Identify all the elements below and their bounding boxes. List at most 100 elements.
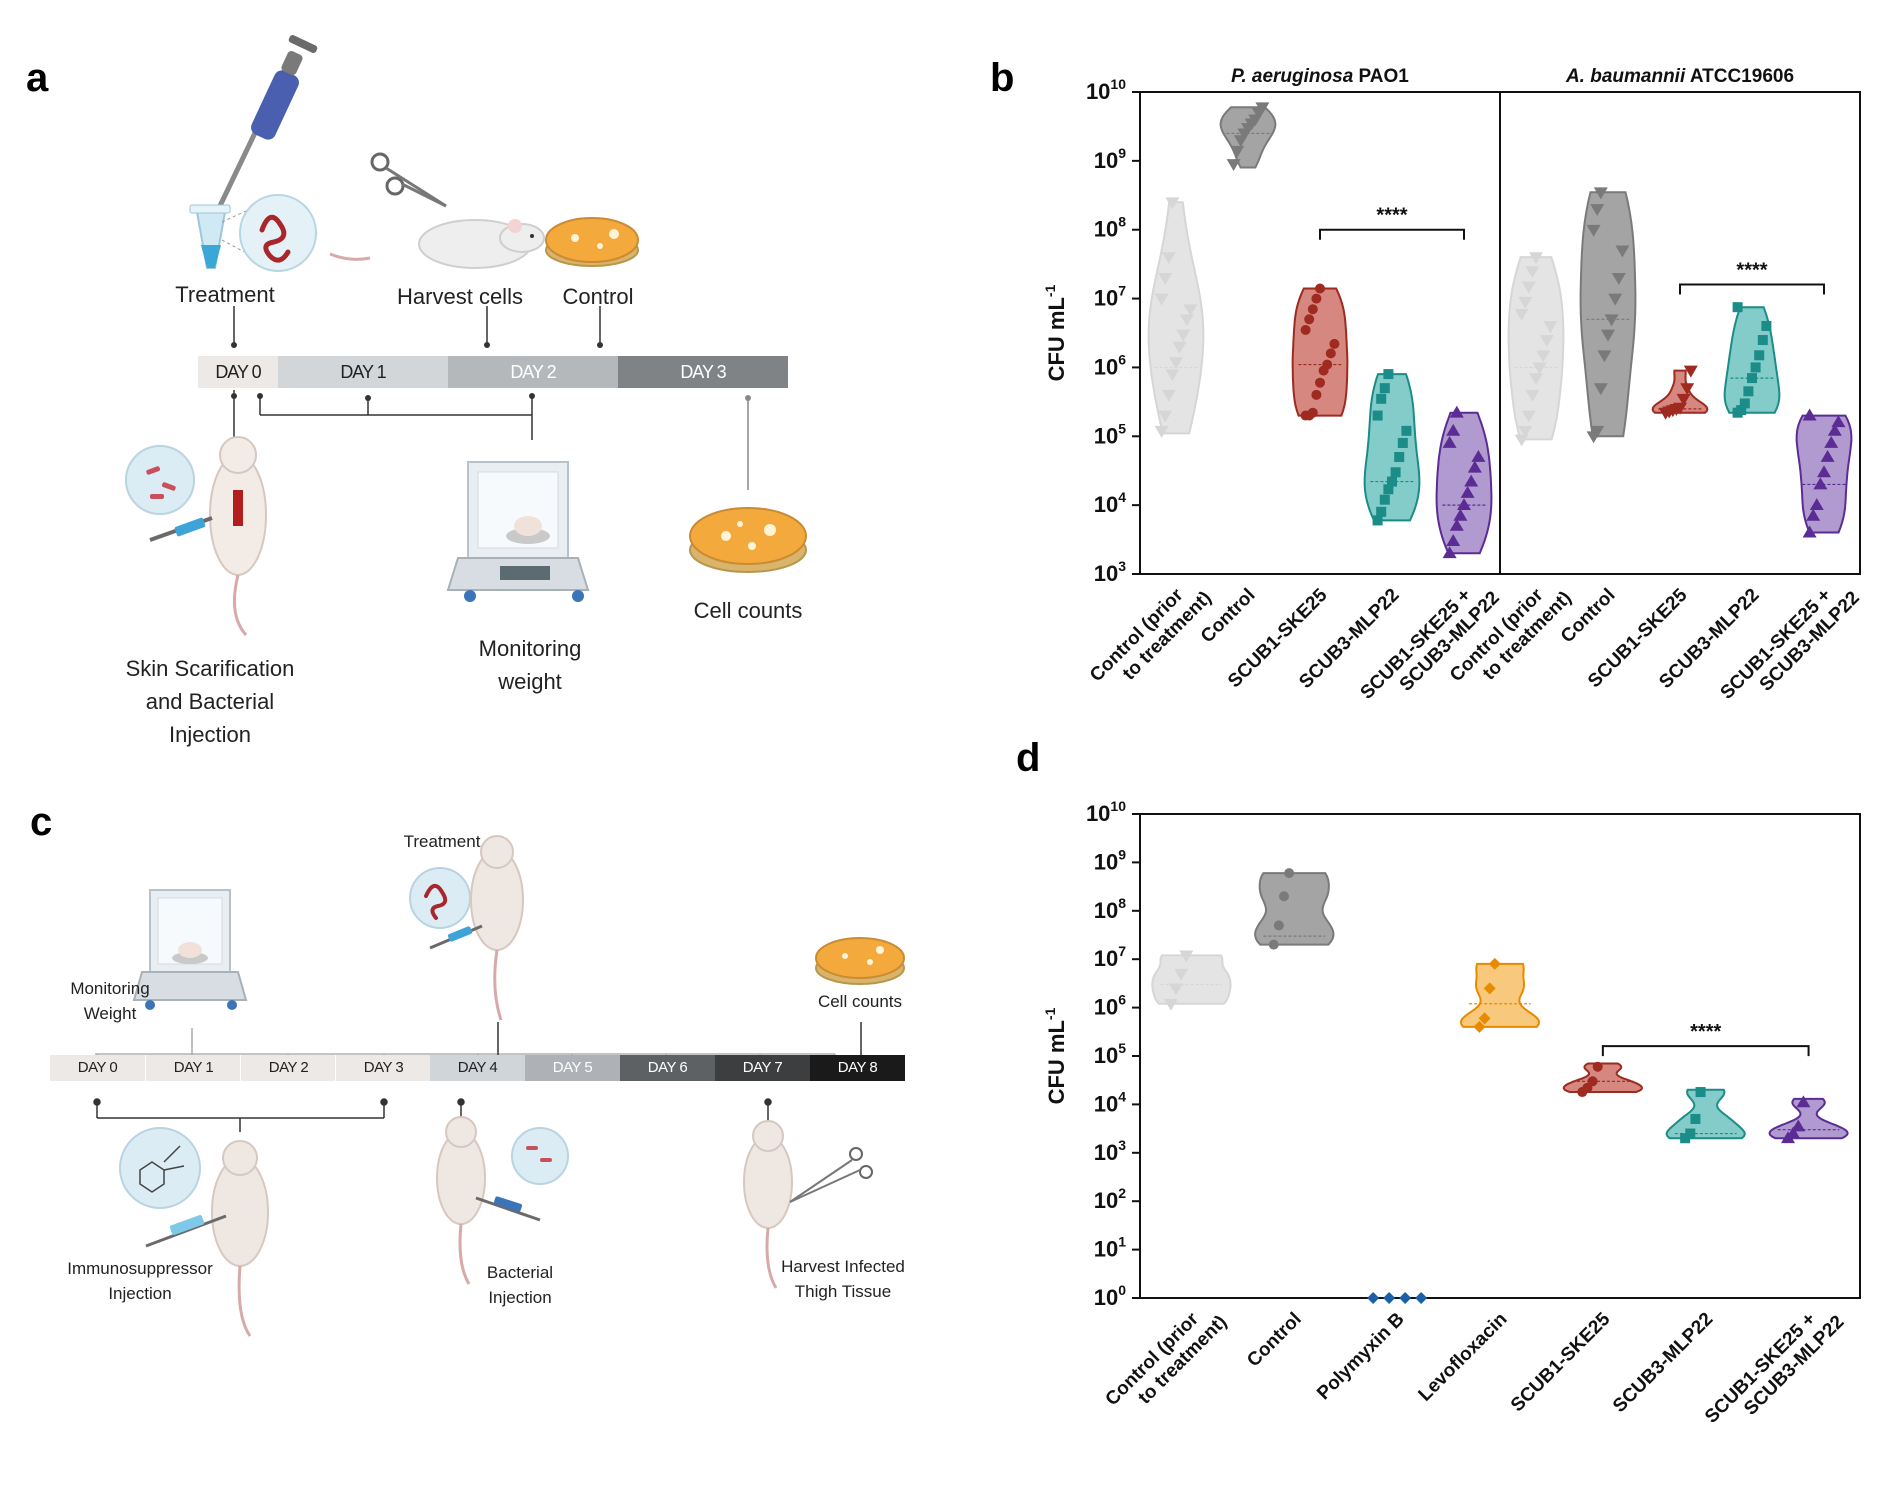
y-tick-label: 102: [1094, 1185, 1126, 1213]
y-tick-label: 105: [1094, 420, 1126, 448]
y-tick-label: 103: [1094, 558, 1126, 586]
violin-body: [1459, 962, 1541, 1028]
data-point: [1304, 314, 1315, 325]
data-point: [1397, 437, 1408, 448]
data-point: [1329, 338, 1340, 349]
data-point: [1176, 329, 1191, 342]
data-point: [1315, 377, 1325, 388]
data-point: [1372, 410, 1383, 421]
data-point: [1464, 474, 1479, 487]
data-point: [1179, 314, 1194, 327]
mouse-icon: [329, 219, 545, 269]
significance-label: ****: [1736, 260, 1767, 282]
data-point: [1165, 369, 1180, 382]
x-tick-label: SCUB1-SKE25 +SCUB3-MLP22: [1701, 1296, 1848, 1443]
data-point: [1518, 425, 1533, 438]
data-point: [1615, 245, 1630, 258]
data-point: [1158, 272, 1173, 285]
significance-bracket: [1319, 228, 1465, 240]
data-point: [1457, 498, 1471, 511]
data-point: [1685, 1128, 1696, 1139]
data-point: [1529, 252, 1543, 265]
panel-a-illustration: [125, 35, 807, 637]
data-point: [1473, 1020, 1486, 1033]
y-tick-label: 104: [1094, 489, 1126, 517]
violin-body: [1562, 1062, 1643, 1093]
data-point: [1442, 546, 1457, 559]
tube-icon: [189, 204, 231, 269]
timeline-c-day-1: DAY 1: [145, 1055, 241, 1081]
data-point: [1536, 350, 1551, 363]
timeline-c-day-3: DAY 3: [335, 1055, 431, 1081]
data-point: [1300, 324, 1311, 335]
data-point: [1311, 389, 1322, 400]
data-point: [1311, 293, 1322, 304]
label-cell-counts-c: Cell counts: [817, 992, 903, 1011]
significance-bracket: [1601, 1045, 1810, 1057]
y-tick-label: 105: [1094, 1040, 1126, 1068]
significance-label: ****: [1376, 205, 1407, 227]
x-tick-label: SCUB3-MLP22: [1609, 1309, 1717, 1417]
balance-scale-icon: [446, 461, 590, 602]
data-point: [1387, 476, 1397, 487]
data-point: [1415, 1292, 1428, 1304]
label-treatment-c: Treatment: [403, 832, 481, 851]
data-point: [1174, 968, 1189, 981]
data-point: [1732, 302, 1743, 313]
data-point: [1817, 465, 1831, 478]
data-point: [1453, 508, 1468, 521]
data-point: [1586, 224, 1601, 237]
data-point: [1680, 1133, 1691, 1144]
phage-zoom-icon: [221, 194, 317, 272]
y-tick-label: 101: [1094, 1234, 1126, 1262]
violin-group: [1768, 1095, 1849, 1144]
label-harvest-cells: Harvest cells: [397, 284, 523, 309]
data-point: [1154, 425, 1169, 438]
data-point: [1543, 321, 1558, 333]
timeline-a-day-3: DAY 3: [618, 356, 788, 388]
violin-group: [1367, 1292, 1428, 1304]
data-point: [1379, 383, 1390, 394]
y-tick-label: 103: [1094, 1137, 1126, 1165]
data-point: [1809, 498, 1824, 511]
data-point: [1608, 293, 1623, 306]
data-point: [1390, 467, 1401, 478]
timeline-a-day-2: DAY 2: [448, 356, 618, 388]
y-tick-label: 1010: [1086, 798, 1126, 826]
data-point: [1786, 1126, 1801, 1139]
data-point: [1539, 335, 1554, 348]
data-point: [1376, 506, 1387, 517]
data-point: [1820, 450, 1835, 462]
data-point: [1161, 389, 1176, 402]
data-point: [1307, 407, 1318, 418]
bacterial-mouse-icon: [436, 1116, 569, 1285]
data-point: [1604, 314, 1619, 327]
panel-letter-a: a: [26, 56, 49, 100]
violin-group: [1795, 408, 1853, 538]
data-point: [1169, 357, 1183, 369]
violin-group: [1254, 868, 1335, 950]
data-point: [1827, 423, 1842, 436]
timeline-c-day-6: DAY 6: [620, 1055, 715, 1081]
violin-group: [1665, 1087, 1746, 1144]
data-point: [1315, 283, 1325, 294]
panel-letter-d: d: [1016, 736, 1041, 780]
data-point: [1593, 187, 1608, 200]
x-tick-label: SCUB1-SKE25: [1507, 1308, 1615, 1416]
x-tick-label: Levofloxacin: [1415, 1309, 1512, 1406]
data-point: [1158, 410, 1173, 423]
label-treatment-a: Treatment: [175, 282, 275, 307]
harvest-mouse-icon: [743, 1120, 873, 1289]
data-point: [1518, 296, 1533, 309]
violin-group: [1723, 302, 1781, 418]
data-point: [1673, 402, 1687, 415]
data-point: [1383, 369, 1394, 380]
data-point: [1739, 398, 1750, 409]
data-point: [1757, 335, 1768, 346]
data-point: [1743, 386, 1754, 397]
balance-scale-icon-c: [132, 889, 248, 1010]
injected-mouse-icon: [125, 436, 267, 637]
data-point: [1831, 415, 1846, 428]
data-point: [1483, 982, 1496, 995]
